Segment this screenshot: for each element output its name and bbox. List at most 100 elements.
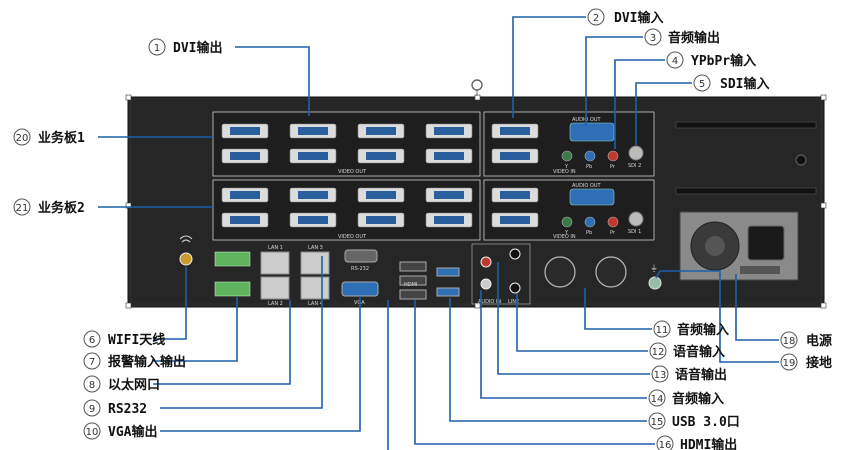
xlr-inputs bbox=[544, 256, 627, 288]
callout-label: 接地 bbox=[806, 355, 832, 371]
callout-number: 16 bbox=[659, 440, 672, 450]
lan3-print: LAN 3 bbox=[308, 245, 323, 251]
dvi-output-port bbox=[357, 187, 405, 203]
dvi-output-port bbox=[221, 212, 269, 228]
lan2-print: LAN 2 bbox=[268, 301, 283, 307]
callout-5: 5 SDI输入 bbox=[693, 74, 769, 92]
callout-label: RS232 bbox=[108, 402, 147, 417]
callout-number: 5 bbox=[699, 79, 705, 90]
dvi-output-port bbox=[425, 123, 473, 139]
board-2: VIDEO OUT VIDEO IN AUDIO OUT SDI 1 bbox=[212, 179, 655, 241]
board2-video-in-print: VIDEO IN bbox=[553, 234, 576, 240]
dvi-input-port bbox=[491, 187, 539, 203]
callout-number: 6 bbox=[89, 335, 95, 346]
callout-number: 14 bbox=[651, 394, 664, 405]
callout-19: 19 接地 bbox=[780, 353, 832, 371]
callout-label: 音频输出 bbox=[668, 30, 720, 46]
callout-number: 15 bbox=[651, 417, 664, 428]
callout-number: 19 bbox=[783, 358, 796, 369]
psu-area bbox=[675, 121, 817, 281]
callout-number: 4 bbox=[672, 56, 678, 67]
callout-4: 4 YPbPr输入 bbox=[666, 51, 756, 69]
hdmi-usb-ports: HDMI bbox=[399, 261, 460, 300]
callout-number: 21 bbox=[16, 203, 29, 214]
board1-video-in-print: VIDEO IN bbox=[553, 169, 576, 175]
callout-label: SDI输入 bbox=[720, 76, 769, 92]
board1-pr-print: Pr bbox=[610, 164, 616, 170]
callout-9: 9 RS232 bbox=[83, 399, 147, 417]
callout-number: 12 bbox=[652, 347, 665, 358]
callout-number: 7 bbox=[89, 357, 95, 368]
callout-label: VGA输出 bbox=[108, 424, 157, 440]
dvi-connectors bbox=[221, 123, 539, 228]
ground-terminal: ⏚ bbox=[648, 264, 662, 290]
dvi-output-port bbox=[425, 148, 473, 164]
dvi-output-port bbox=[357, 148, 405, 164]
callout-label: WIFI天线 bbox=[108, 332, 165, 348]
dvi-output-port bbox=[221, 187, 269, 203]
board1-pb-print: Pb bbox=[586, 164, 592, 170]
audio-jacks: AUDIO IN LINE bbox=[471, 243, 531, 305]
callout-label: 报警输入输出 bbox=[108, 354, 186, 370]
dvi-output-port bbox=[289, 187, 337, 203]
dvi-input-port bbox=[491, 148, 539, 164]
wifi-antenna bbox=[179, 235, 193, 266]
callout-number: 10 bbox=[86, 427, 99, 438]
callout-number: 8 bbox=[89, 380, 95, 391]
callout-number: 13 bbox=[654, 370, 667, 381]
callout-label: YPbPr输入 bbox=[691, 53, 756, 69]
board2-audio-out-print: AUDIO OUT bbox=[572, 183, 602, 189]
callout-label: 语音输入 bbox=[673, 344, 725, 360]
callout-label: DVI输出 bbox=[173, 40, 222, 56]
callout-15: 15 USB 3.0口 bbox=[648, 412, 740, 430]
callout-number: 9 bbox=[89, 404, 95, 415]
dvi-output-port bbox=[289, 123, 337, 139]
dvi-output-port bbox=[357, 123, 405, 139]
callout-12: 12 语音输入 bbox=[649, 342, 725, 360]
callout-1: 1 DVI输出 bbox=[148, 38, 222, 56]
callout-number: 20 bbox=[16, 133, 29, 144]
callout-label: DVI输入 bbox=[614, 10, 663, 26]
dvi-input-port bbox=[491, 212, 539, 228]
callout-number: 2 bbox=[593, 13, 599, 24]
callout-3: 3 音频输出 bbox=[644, 28, 720, 46]
board2-pr-print: Pr bbox=[610, 230, 616, 236]
callout-number: 3 bbox=[650, 33, 656, 44]
callout-label: 业务板1 bbox=[38, 130, 85, 146]
alarm-terminal-block bbox=[214, 251, 251, 297]
callout-number: 1 bbox=[154, 43, 160, 54]
svg-text:⏚: ⏚ bbox=[650, 264, 658, 273]
callout-16: 16 HDMI输出 bbox=[656, 435, 737, 450]
line-print: LINE bbox=[508, 299, 519, 305]
callout-label: 音频输入 bbox=[677, 322, 729, 338]
board1-av-connectors: Y Pb Pr bbox=[561, 122, 644, 170]
hdmi-print: HDMI bbox=[404, 282, 417, 288]
callout-20: 20 业务板1 bbox=[13, 128, 85, 146]
dvi-output-port bbox=[221, 123, 269, 139]
board1-y-print: Y bbox=[564, 164, 569, 170]
callout-10: 10 VGA输出 bbox=[83, 422, 157, 440]
board2-av-connectors: Y Pb Pr bbox=[561, 188, 644, 236]
callout-7: 7 报警输入输出 bbox=[83, 352, 186, 370]
callout-8: 8 以太网口 bbox=[83, 375, 160, 393]
board-1: VIDEO OUT VIDEO IN AUDIO OUT SDI 2 bbox=[212, 111, 655, 177]
board2-pb-print: Pb bbox=[586, 230, 592, 236]
callout-label: USB 3.0口 bbox=[672, 415, 740, 430]
callout-11: 11 音频输入 bbox=[653, 320, 729, 338]
dvi-output-port bbox=[289, 212, 337, 228]
callout-label: 音频输入 bbox=[672, 391, 724, 407]
dvi-output-port bbox=[425, 212, 473, 228]
callout-label: 以太网口 bbox=[108, 377, 160, 393]
callout-21: 21 业务板2 bbox=[13, 198, 85, 216]
board2-video-out-print: VIDEO OUT bbox=[338, 234, 367, 240]
lan1-print: LAN 1 bbox=[268, 245, 283, 251]
lan4-print: LAN 4 bbox=[308, 301, 323, 307]
audio-in-print: AUDIO IN bbox=[478, 299, 501, 305]
rs232-print: RS-232 bbox=[351, 266, 369, 272]
callout-number: 18 bbox=[783, 336, 796, 347]
rs232-vga-ports: RS-232 VGA bbox=[341, 249, 379, 306]
board1-sdi-print: SDI 2 bbox=[628, 163, 641, 169]
callout-18: 18 电源 bbox=[780, 331, 832, 349]
board1-video-out-print: VIDEO OUT bbox=[338, 169, 367, 175]
callout-14: 14 音频输入 bbox=[648, 389, 724, 407]
